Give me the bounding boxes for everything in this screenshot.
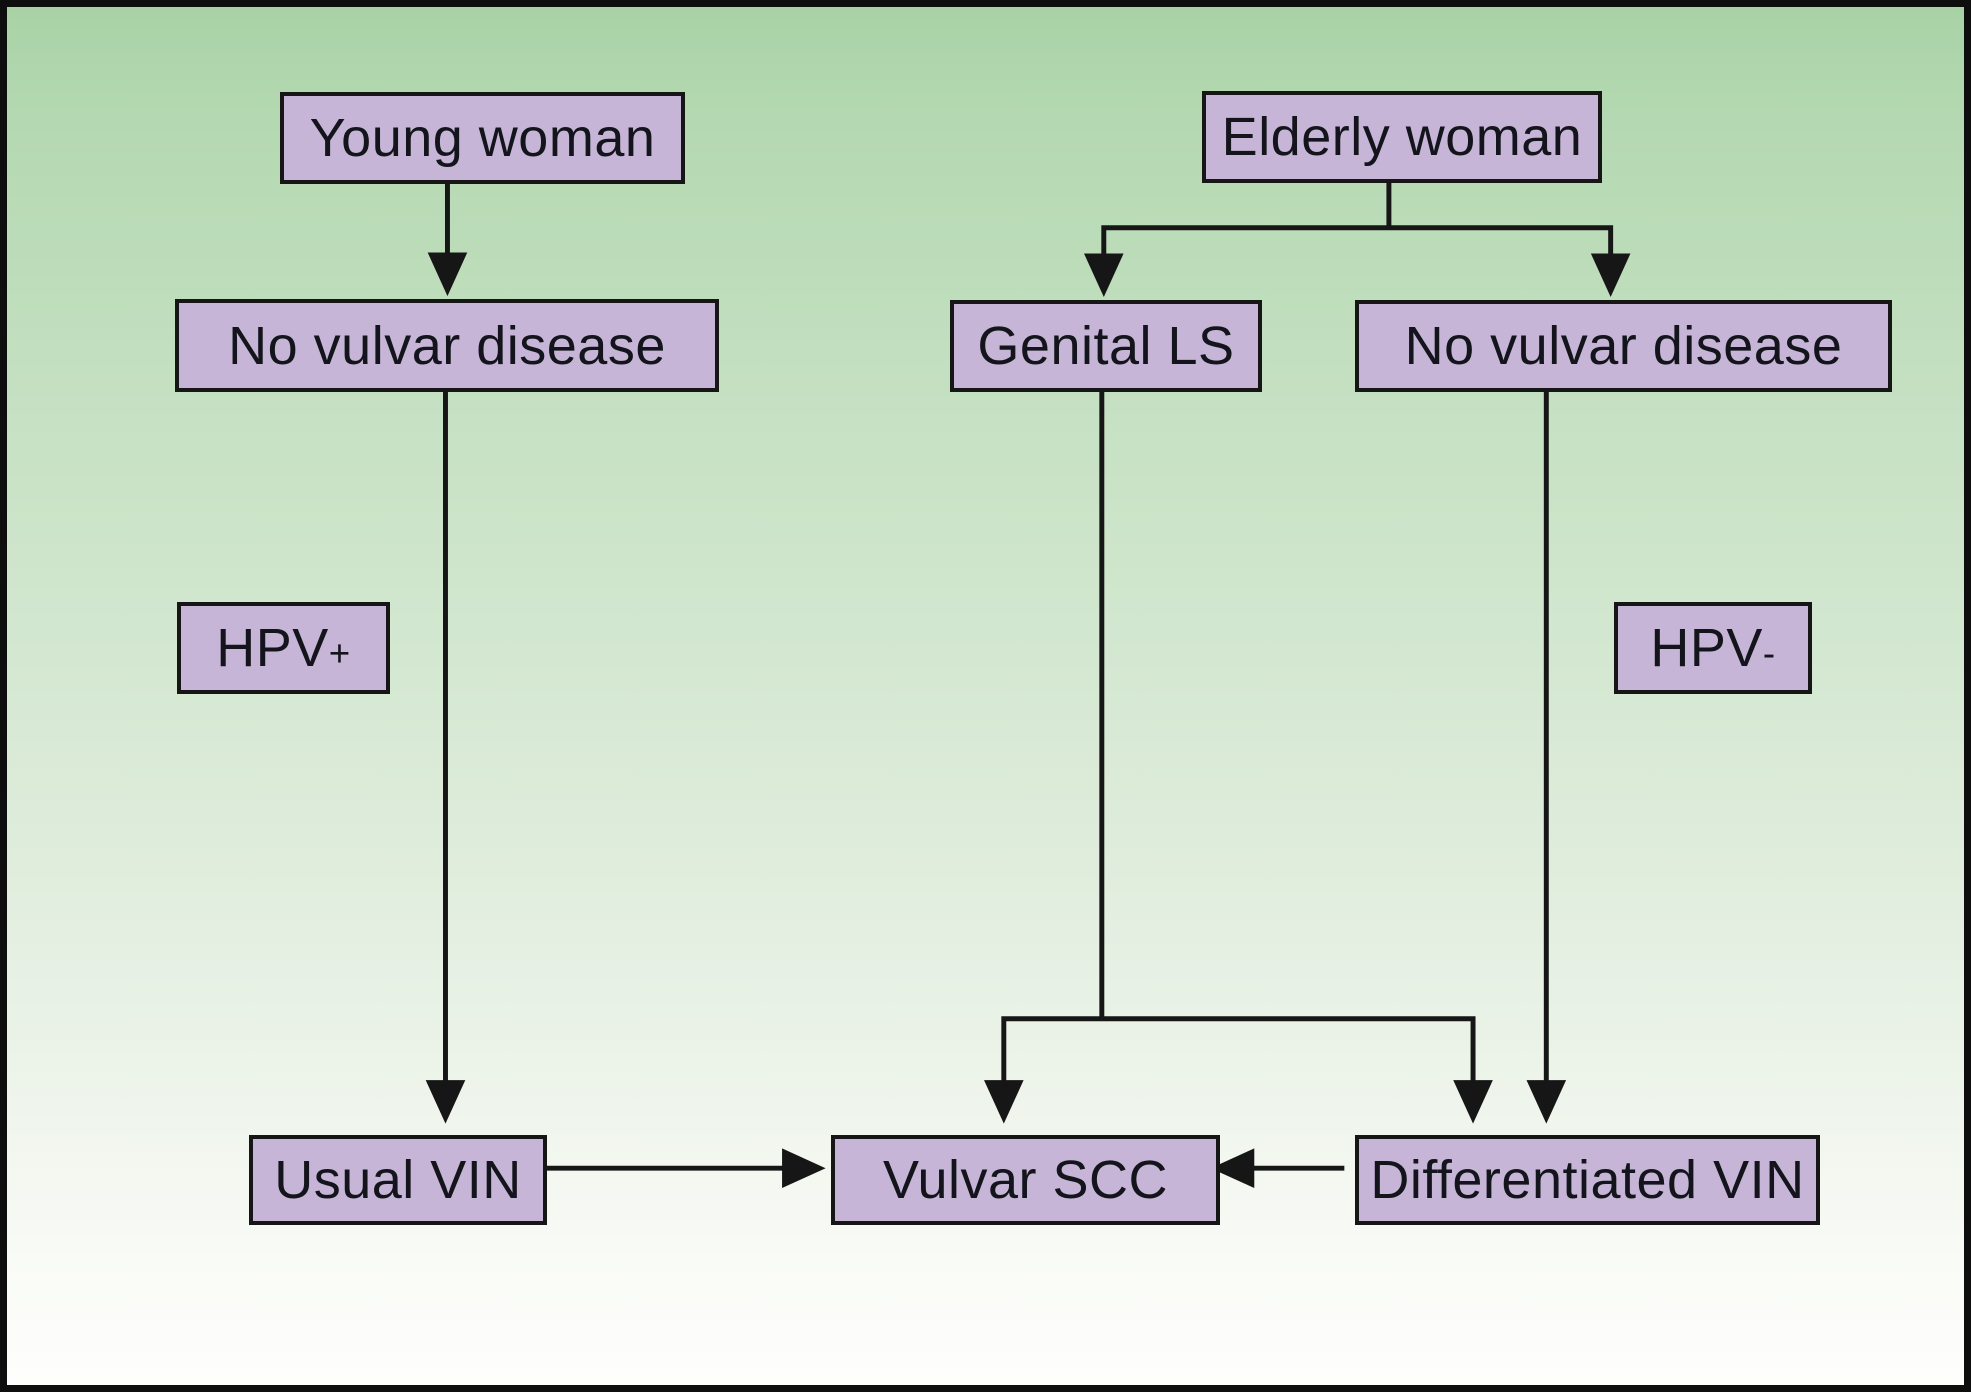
node-no-vulvar-disease-right: No vulvar disease [1355,300,1892,392]
hpv-positive-sign: + [328,633,351,674]
node-differentiated-vin: Differentiated VIN [1355,1135,1820,1225]
node-label: Genital LS [977,316,1235,376]
node-no-vulvar-disease-left: No vulvar disease [175,299,719,392]
node-elderly-woman: Elderly woman [1202,91,1602,183]
edge-elderly-woman-branch [1101,225,1614,258]
arrowhead-into-vulvar-scc-left [782,1148,826,1189]
arrowhead-into-vulvar-scc-right [1210,1148,1255,1189]
node-label: HPV+ [216,618,351,678]
connector-layer [425,180,1631,1189]
node-label: No vulvar disease [228,315,666,376]
hpv-negative-sign: - [1762,633,1776,674]
node-hpv-negative: HPV- [1614,602,1812,694]
arrowhead-into-usual-vin [425,1080,466,1124]
node-usual-vin: Usual VIN [249,1135,547,1225]
node-label: No vulvar disease [1404,316,1843,376]
arrowhead-into-no-vulvar-disease-right [1590,253,1631,298]
node-vulvar-scc: Vulvar SCC [831,1135,1220,1225]
node-label: Elderly woman [1221,107,1583,167]
node-label: Usual VIN [274,1150,522,1210]
arrowhead-into-genital-ls [1083,253,1124,298]
node-label: HPV- [1650,618,1776,678]
node-label: Vulvar SCC [882,1150,1169,1210]
arrowhead-into-no-vulvar-disease-left [427,252,468,297]
arrowhead-into-differentiated-vin-right [1526,1080,1567,1124]
arrowhead-into-vulvar-scc-top [984,1080,1024,1124]
node-young-woman: Young woman [280,92,685,184]
node-label: Differentiated VIN [1370,1150,1805,1210]
node-label: Young woman [309,108,656,168]
node-genital-ls: Genital LS [950,300,1262,392]
arrowhead-into-differentiated-vin-left [1453,1080,1493,1124]
edge-genital-ls-branch [1001,1016,1476,1085]
node-hpv-positive: HPV+ [177,602,390,694]
